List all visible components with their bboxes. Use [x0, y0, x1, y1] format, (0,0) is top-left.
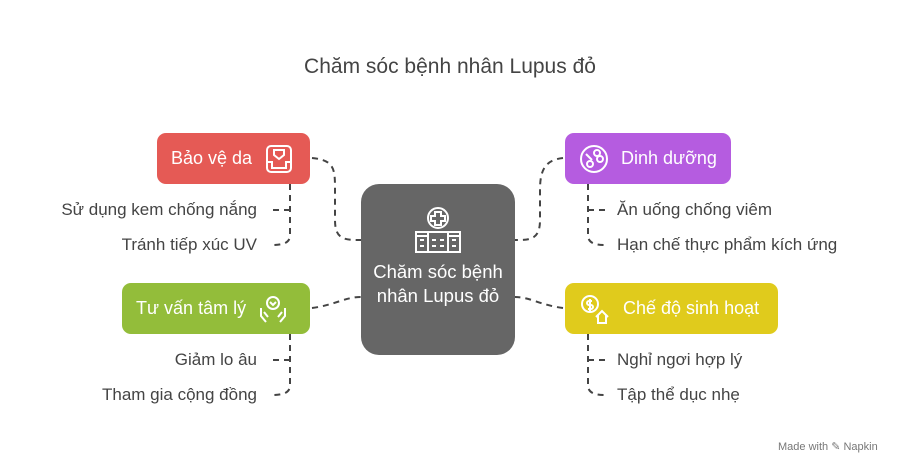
money-house-icon — [581, 294, 609, 324]
skin-protection-icon — [266, 144, 293, 173]
branch-che-do-sinh-hoat: Chế độ sinh hoạt — [565, 283, 778, 334]
branch-label: Chế độ sinh hoạt — [623, 298, 760, 318]
list-item: Ăn uống chống viêm — [617, 200, 772, 219]
branch-label: Bảo vệ da — [171, 148, 253, 168]
heart-hands-icon — [260, 295, 287, 323]
list-item: Hạn chế thực phẩm kích ứng — [617, 235, 838, 254]
branch-label: Tư vấn tâm lý — [136, 298, 247, 318]
branch-label: Dinh dưỡng — [621, 148, 717, 168]
center-node: Chăm sóc bệnh nhân Lupus đỏ — [361, 184, 515, 355]
list-item: Nghỉ ngơi hợp lý — [617, 350, 743, 369]
list-item: Tập thể dục nhẹ — [617, 385, 740, 404]
napkin-watermark: Made with ✎ Napkin — [778, 441, 878, 453]
branch-tu-van-tam-ly: Tư vấn tâm lý — [122, 283, 310, 334]
center-label: Chăm sóc bệnh nhân Lupus đỏ — [373, 261, 503, 306]
branch-bao-ve-da: Bảo vệ da — [157, 133, 310, 184]
list-item: Sử dụng kem chống nắng — [61, 200, 257, 219]
page-title: Chăm sóc bệnh nhân Lupus đỏ — [304, 55, 596, 78]
branch-dinh-duong: Dinh dưỡng — [565, 133, 731, 184]
hospital-icon — [415, 207, 461, 253]
list-item: Tránh tiếp xúc UV — [121, 235, 257, 254]
nutrition-icon — [580, 144, 608, 173]
list-item: Giảm lo âu — [174, 350, 257, 369]
list-item: Tham gia cộng đồng — [102, 385, 257, 404]
